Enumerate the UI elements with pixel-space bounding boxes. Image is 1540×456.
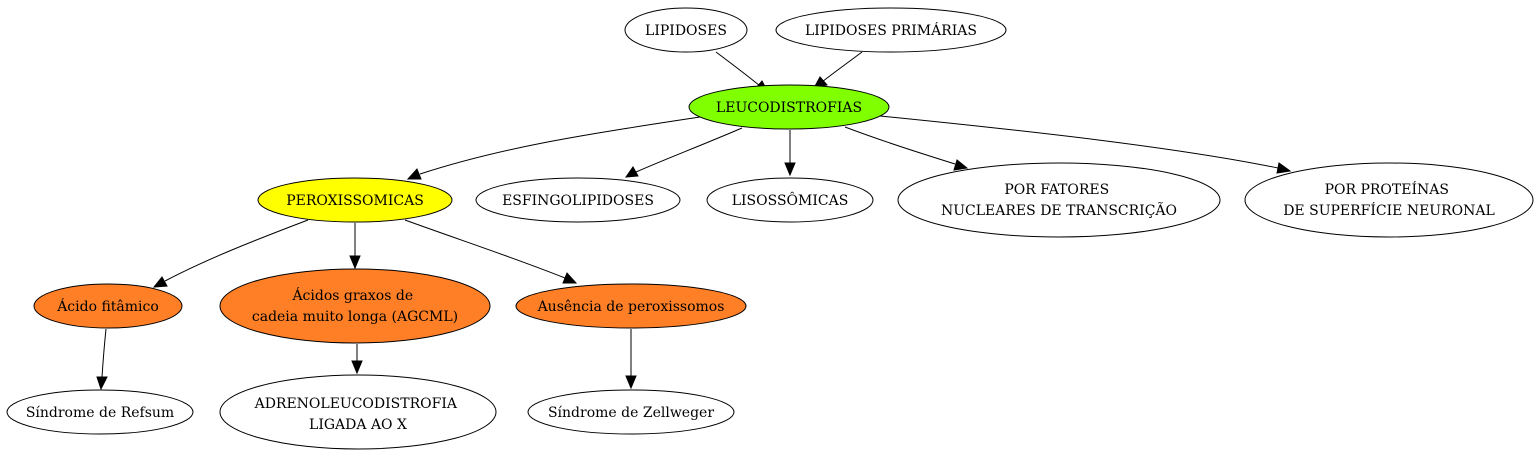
node-sindrome-refsum: Síndrome de Refsum (6, 389, 194, 435)
node-proteinas-superficie-label-line-2: DE SUPERFÍCIE NEURONAL (1283, 201, 1495, 219)
node-fatores-nucleares: POR FATORES NUCLEARES DE TRANSCRIÇÃO (897, 162, 1221, 238)
node-lipidoses-label: LIPIDOSES (645, 23, 727, 39)
node-peroxissomicas: PEROXISSOMICAS (257, 177, 453, 223)
node-sindrome-zellweger: Síndrome de Zellweger (527, 389, 735, 435)
node-acido-fitamico-label: Ácido fitâmico (56, 297, 159, 315)
node-fatores-nucleares-label: POR FATORES NUCLEARES DE TRANSCRIÇÃO (941, 182, 1177, 219)
node-acido-fitamico: Ácido fitâmico (33, 283, 183, 329)
edge-acido-fitamico-to-sindrome-refsum (96, 328, 108, 391)
node-sindrome-zellweger-shape (527, 389, 735, 435)
node-proteinas-superficie-label: POR PROTEÍNAS DE SUPERFÍCIE NEURONAL (1283, 180, 1495, 219)
node-esfingolipidoses-shape (475, 177, 681, 223)
node-acidos-graxos-label-line-1: Ácidos graxos de (291, 286, 413, 304)
node-lipidoses-primarias: LIPIDOSES PRIMÁRIAS (775, 7, 1007, 53)
node-fatores-nucleares-label-line-2: NUCLEARES DE TRANSCRIÇÃO (941, 201, 1177, 219)
node-acido-fitamico-shape (33, 283, 183, 329)
node-adrenoleucodistrofia-label: ADRENOLEUCODISTROFIA LIGADA AO X (254, 396, 462, 433)
node-esfingolipidoses: ESFINGOLIPIDOSES (475, 177, 681, 223)
edge-ausencia-peroxissomos-to-sindrome-zellweger (625, 329, 637, 390)
node-acidos-graxos-shape (219, 268, 491, 344)
node-ausencia-peroxissomos-label: Ausência de peroxissomos (537, 299, 725, 315)
node-peroxissomicas-label: PEROXISSOMICAS (286, 193, 424, 209)
node-adrenoleucodistrofia: ADRENOLEUCODISTROFIA LIGADA AO X (219, 374, 497, 450)
node-leucodistrofias-label: LEUCODISTROFIAS (716, 100, 862, 116)
edge-lipidoses-primarias-to-leucodistrofias (813, 51, 863, 89)
node-proteinas-superficie-shape (1244, 162, 1534, 238)
node-lisossomicas-label: LISOSSÔMICAS (732, 191, 849, 209)
node-lipidoses-primarias-label: LIPIDOSES PRIMÁRIAS (805, 21, 977, 39)
node-acidos-graxos: Ácidos graxos de cadeia muito longa (AGC… (219, 268, 491, 344)
edge-acidos-graxos-to-adrenoleucodistrofia (351, 344, 363, 375)
edge-leucodistrofias-to-lisossomicas (784, 130, 796, 177)
node-peroxissomicas-shape (257, 177, 453, 223)
node-acidos-graxos-label-line-2: cadeia muito longa (AGCML) (252, 309, 458, 325)
node-leucodistrofias-shape (688, 84, 890, 130)
node-proteinas-superficie-label-line-1: POR PROTEÍNAS (1325, 180, 1449, 198)
node-leucodistrofias: LEUCODISTROFIAS (688, 84, 890, 130)
node-ausencia-peroxissomos-shape (515, 283, 747, 329)
node-lisossomicas: LISOSSÔMICAS (706, 177, 874, 223)
node-lipidoses-primarias-shape (775, 7, 1007, 53)
node-esfingolipidoses-label: ESFINGOLIPIDOSES (502, 193, 654, 209)
edge-peroxissomicas-to-acido-fitamico (152, 219, 309, 288)
edge-leucodistrofias-to-proteinas-superficie (879, 115, 1292, 174)
node-adrenoleucodistrofia-label-line-2: LIGADA AO X (309, 417, 407, 433)
node-lipidoses: LIPIDOSES (624, 7, 748, 53)
node-lipidoses-shape (624, 7, 748, 53)
node-fatores-nucleares-label-line-1: POR FATORES (1004, 182, 1109, 198)
node-ausencia-peroxissomos: Ausência de peroxissomos (515, 283, 747, 329)
node-sindrome-refsum-shape (6, 389, 194, 435)
node-lisossomicas-shape (706, 177, 874, 223)
edge-peroxissomicas-to-acidos-graxos (349, 223, 361, 270)
node-fatores-nucleares-shape (897, 162, 1221, 238)
edge-leucodistrofias-to-peroxissomicas (406, 116, 701, 180)
node-sindrome-zellweger-label: Síndrome de Zellweger (548, 405, 714, 421)
node-proteinas-superficie: POR PROTEÍNAS DE SUPERFÍCIE NEURONAL (1244, 162, 1534, 238)
edge-leucodistrofias-to-fatores-nucleares (844, 126, 969, 171)
node-adrenoleucodistrofia-shape (219, 374, 497, 450)
node-sindrome-refsum-label: Síndrome de Refsum (26, 405, 174, 421)
node-acidos-graxos-label: Ácidos graxos de cadeia muito longa (AGC… (252, 286, 458, 325)
edge-peroxissomicas-to-ausencia-peroxissomos (404, 219, 578, 284)
node-adrenoleucodistrofia-label-line-1: ADRENOLEUCODISTROFIA (254, 396, 458, 412)
edge-leucodistrofias-to-esfingolipidoses (624, 127, 743, 178)
